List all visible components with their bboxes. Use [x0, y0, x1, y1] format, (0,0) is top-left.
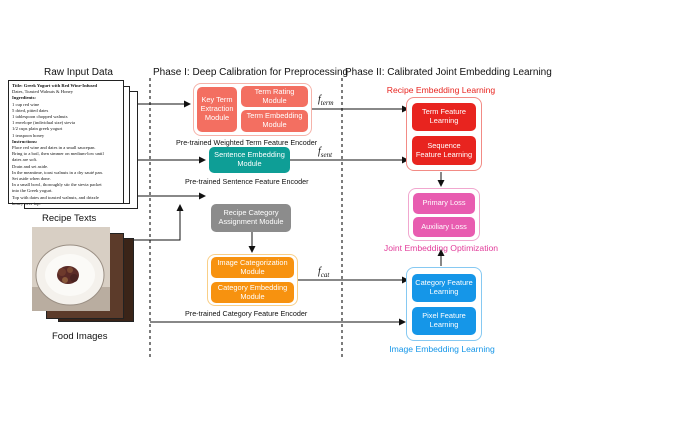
term-encoder-caption: Pre-trained Weighted Term Feature Encode… — [176, 138, 318, 147]
sentence-embedding-module: Sentence Embedding Module — [209, 147, 290, 173]
recipe-line-9: 1 teaspoon honey — [12, 132, 45, 138]
recipe-line-20: honey over top. — [12, 200, 41, 206]
joint-optimization-title: Joint Embedding Optimization — [383, 243, 499, 253]
recipe-line-13: dates are soft. — [12, 157, 38, 163]
term-feature-learning: Term Feature Learning — [412, 103, 476, 131]
recipe-line-8: 1/2 cups plain greek yogurt — [12, 126, 63, 132]
recipe-line-14: Drain and set aside. — [12, 163, 49, 169]
food-bowl-illustration — [32, 227, 110, 311]
recipe-line-17: In a small bowl, thoroughly stir the ste… — [12, 182, 102, 188]
category-encoder-caption: Pre-trained Category Feature Encoder — [185, 309, 308, 318]
sentence-encoder-caption: Pre-trained Sentence Feature Encoder — [185, 177, 309, 186]
recipe-line-3: Ingredients: — [12, 95, 36, 101]
recipe-line-19: Top with dates and toasted walnuts, and … — [12, 194, 99, 200]
recipe-line-11: Place red wine and dates in a small sauc… — [12, 145, 96, 151]
sequence-feature-learning: Sequence Feature Learning — [412, 136, 476, 165]
recipe-line-6: 1 tablespoon chopped walnuts — [12, 114, 68, 120]
recipe-line-16: Set aside when done. — [12, 176, 51, 182]
primary-loss: Primary Loss — [413, 193, 475, 214]
recipe-line-7: 1 envelope (individual size) stevia — [12, 120, 76, 126]
recipe-line-12: Bring to a boil, then simmer on medium-l… — [12, 151, 104, 157]
recipe-line-18: into the Greek yogurt. — [12, 188, 53, 194]
image-embedding-title: Image Embedding Learning — [389, 344, 495, 354]
arrow-image-to-assignment — [132, 204, 184, 241]
image-categorization-module: Image Categorization Module — [211, 257, 294, 278]
term-rating-module: Term Rating Module — [241, 86, 308, 107]
recipe-line-5: 5 dried, pitted dates — [12, 107, 49, 113]
recipe-category-assignment-module: Recipe Category Assignment Module — [211, 204, 291, 232]
recipe-line-15: In the meantime, toast walnuts in a dry … — [12, 169, 103, 175]
pixel-feature-learning: Pixel Feature Learning — [412, 307, 476, 335]
recipe-line-2: Dates, Toasted Walnuts & Honey — [12, 89, 74, 95]
auxiliary-loss: Auxiliary Loss — [413, 217, 475, 237]
food-images-caption: Food Images — [52, 331, 108, 342]
recipe-texts-caption: Recipe Texts — [42, 213, 97, 224]
f-sent-label: fsent — [318, 146, 333, 159]
recipe-line-10: Instructions: — [12, 138, 38, 144]
phase1-header: Phase I: Deep Calibration for Preprocess… — [153, 67, 349, 78]
category-embedding-module: Category Embedding Module — [211, 282, 294, 303]
recipe-line-1: Title: Greek Yogurt with Red Wine-Infuse… — [12, 83, 98, 88]
food-image — [32, 227, 110, 311]
f-cat-label: fcat — [318, 266, 330, 279]
f-term-label: fterm — [318, 94, 334, 107]
term-embedding-module: Term Embedding Module — [241, 110, 308, 132]
recipe-line-4: 1 cup red wine — [12, 101, 40, 107]
key-term-extraction-module: Key Term Extraction Module — [197, 87, 237, 132]
category-feature-learning: Category Feature Learning — [412, 274, 476, 302]
phase2-header: Phase II: Calibrated Joint Embedding Lea… — [345, 67, 552, 78]
recipe-embedding-title: Recipe Embedding Learning — [386, 85, 496, 95]
recipe-card: Title: Greek Yogurt with Red Wine-Infuse… — [8, 80, 124, 206]
raw-input-header: Raw Input Data — [44, 67, 113, 78]
